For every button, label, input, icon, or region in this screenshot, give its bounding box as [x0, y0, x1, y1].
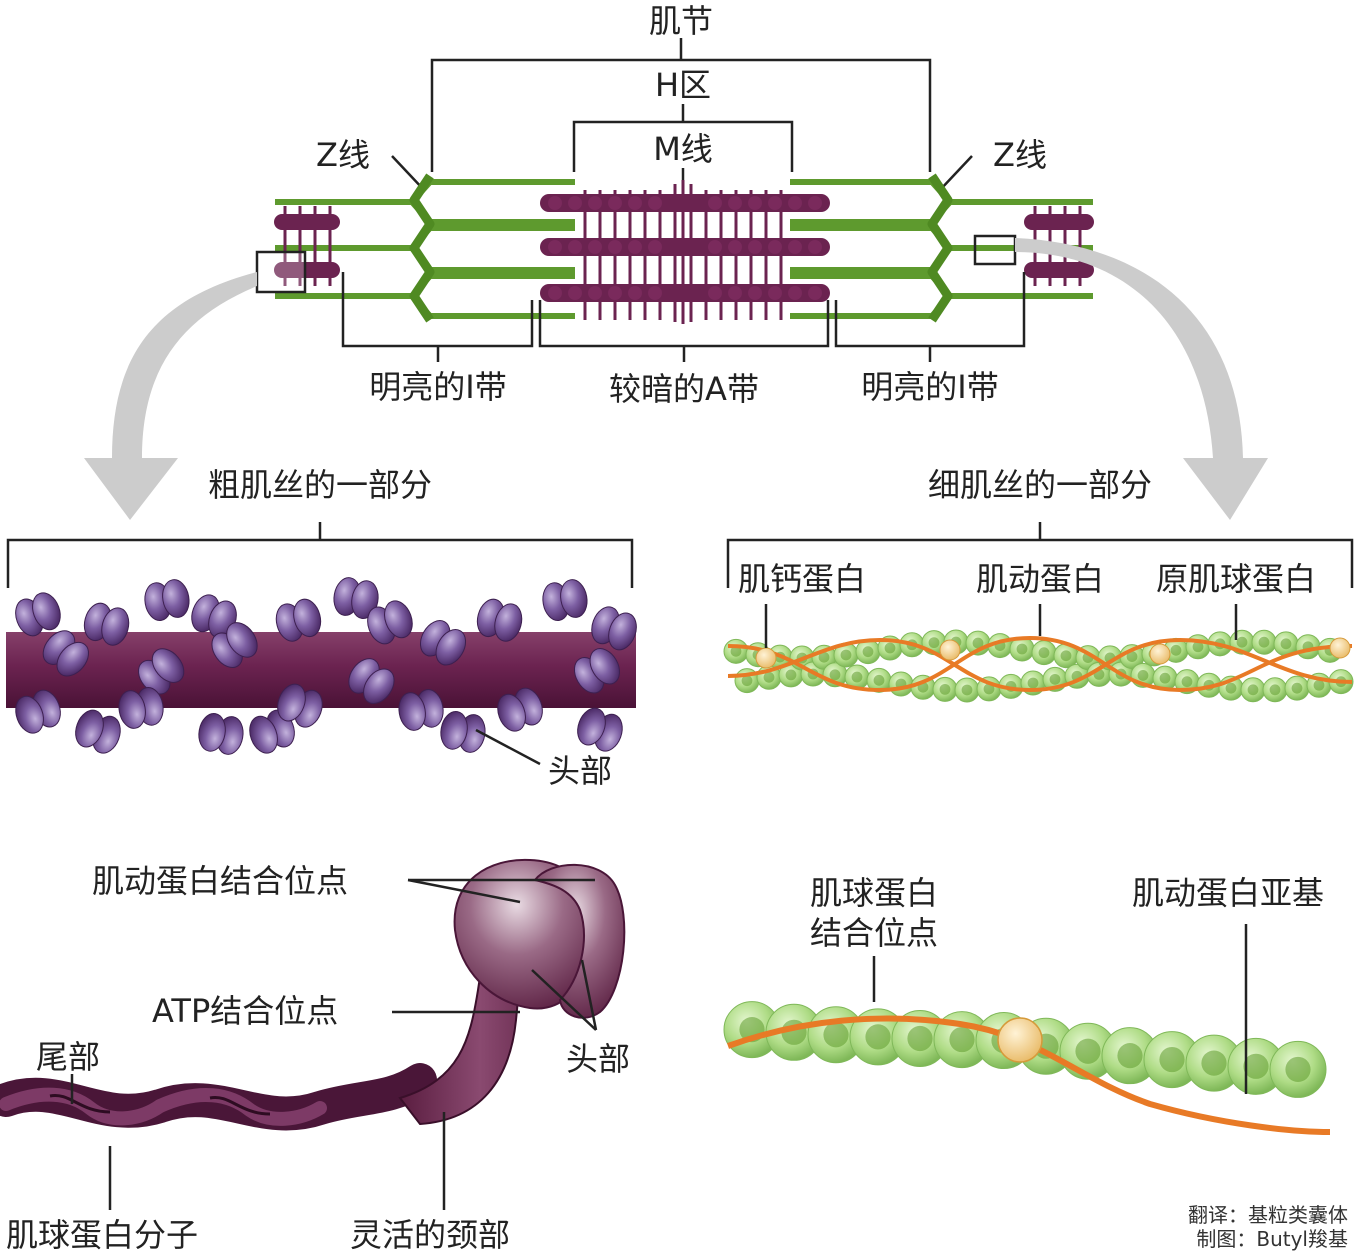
head-pointer — [475, 728, 541, 766]
actin-bead-core — [823, 1022, 849, 1048]
actin-bead-core — [961, 684, 973, 696]
flexible-neck-label: 灵活的颈部 — [350, 1216, 510, 1254]
actin-bead-core — [1258, 636, 1270, 648]
z-line-right-pointer — [939, 155, 973, 191]
actin-bead-core — [730, 645, 742, 657]
actin-bead-core — [1060, 650, 1072, 662]
myosin-tail — [0, 1063, 437, 1131]
sarcomere-diagram: 肌节 H区 M线 Z线 Z线 明亮的I带 较暗的A带 明亮的I带 — [255, 2, 1094, 408]
tropomyosin-detail-strand — [726, 1015, 1331, 1135]
actin-bead-core — [1313, 679, 1325, 691]
thick-zoom-box — [255, 250, 307, 294]
actin-bead-core — [1016, 643, 1028, 655]
actin-bead-core — [1075, 1038, 1101, 1064]
actin-bead-core — [818, 651, 830, 663]
actin-bead-core — [1117, 1043, 1143, 1069]
tropomyosin-label: 原肌球蛋白 — [1156, 560, 1316, 598]
actin-bead-core — [884, 642, 896, 654]
actin-bead-core — [1201, 1050, 1227, 1076]
actin-bead-core — [1159, 1046, 1185, 1073]
actin-bead-core — [1137, 670, 1149, 681]
actin-bead-core — [928, 637, 940, 649]
actin-bead-core — [1027, 677, 1039, 689]
actin-bead-core — [785, 669, 797, 681]
myosin-molecule-section: 肌动蛋白结合位点 ATP结合位点 尾部 头部 肌球蛋白分子 灵活的颈部 — [0, 858, 630, 1254]
actin-bead-core — [1236, 636, 1248, 648]
actin-bead-core — [1049, 673, 1061, 685]
actin-bead-core — [1170, 644, 1182, 656]
z-line-left-label: Z线 — [316, 136, 370, 174]
actin-bead-core — [829, 669, 841, 681]
right-zoom-arrow — [1015, 238, 1268, 520]
actin-bead-core — [1291, 682, 1303, 694]
zoom-arrows — [84, 238, 1268, 520]
thin-filament-section: 细肌丝的一部分 肌钙蛋白 肌动蛋白 原肌球蛋白 — [723, 466, 1354, 703]
myosin-binding-site-line2: 结合位点 — [810, 914, 938, 952]
actin-bead-core — [1192, 641, 1204, 653]
head-label: 头部 — [548, 752, 612, 790]
actin-bead-core — [1247, 684, 1259, 696]
thick-filament-section: 粗肌丝的一部分 — [6, 466, 637, 790]
actin-bead-strands — [723, 629, 1354, 703]
actin-bead-core — [939, 683, 951, 695]
actin-bead-core — [840, 649, 852, 661]
translator-credit: 翻译：基粒类囊体 — [1188, 1203, 1348, 1227]
actin-bead-core — [1225, 682, 1237, 694]
i-band-left-label: 明亮的I带 — [369, 368, 506, 406]
myosin-molecule-label: 肌球蛋白分子 — [6, 1216, 198, 1254]
actin-bead-core — [1126, 651, 1138, 662]
actin-bead-core — [851, 671, 863, 683]
thin-filament-title: 细肌丝的一部分 — [928, 466, 1152, 504]
actin-bead-core — [862, 646, 874, 658]
m-line-label: M线 — [653, 130, 713, 168]
actin-detail-section: 肌球蛋白 结合位点 肌动蛋白亚基 — [723, 874, 1331, 1135]
illustrator-credit: 制图：Butyl羧基 — [1196, 1227, 1348, 1251]
tropomyosin-strands — [727, 635, 1353, 693]
actin-label: 肌动蛋白 — [976, 560, 1104, 598]
sarcomere-label: 肌节 — [649, 2, 713, 40]
actin-bead-core — [907, 1025, 933, 1052]
head-detail-label: 头部 — [566, 1040, 630, 1078]
thick-filament-title: 粗肌丝的一部分 — [208, 466, 432, 504]
z-line-right-label: Z线 — [993, 136, 1047, 174]
z-line-left-pointer — [391, 155, 425, 191]
troponin-label: 肌钙蛋白 — [738, 560, 866, 598]
actin-bead-core — [1280, 638, 1292, 650]
actin-bead-core — [865, 1024, 891, 1050]
left-zoom-arrow — [84, 272, 257, 520]
myosin-heads — [15, 577, 637, 755]
actin-bead-core — [1038, 647, 1050, 659]
actin-bead-core — [741, 675, 753, 687]
actin-bead-core — [983, 683, 995, 695]
actin-bead-core — [1181, 676, 1193, 688]
troponin-detail — [997, 1017, 1043, 1063]
troponin-complexes — [755, 637, 1351, 669]
z-discs — [409, 173, 953, 323]
actin-bead-core — [1243, 1053, 1269, 1079]
actin-bead-core — [873, 674, 885, 686]
sarcomere-bracket — [430, 38, 932, 172]
myosin-binding-site-line1: 肌球蛋白 — [810, 874, 938, 912]
actin-binding-site-label: 肌动蛋白结合位点 — [92, 862, 348, 900]
actin-bead-core — [949, 1026, 975, 1053]
band-brackets — [341, 272, 1026, 362]
actin-bead-core — [763, 671, 775, 683]
a-band-label: 较暗的A带 — [609, 370, 759, 408]
actin-bead-core — [1159, 672, 1171, 684]
h-zone-bracket — [572, 104, 794, 172]
i-band-right-label: 明亮的I带 — [861, 368, 998, 406]
thick-filament-bracket — [6, 538, 634, 588]
tail-label: 尾部 — [36, 1038, 100, 1076]
actin-bead-core — [972, 637, 984, 649]
actin-bead-core — [1269, 684, 1281, 696]
atp-binding-site-label: ATP结合位点 — [152, 992, 338, 1030]
h-zone-label: H区 — [655, 66, 711, 104]
actin-subunit-label: 肌动蛋白亚基 — [1132, 874, 1324, 912]
actin-bead-core — [1285, 1056, 1311, 1083]
